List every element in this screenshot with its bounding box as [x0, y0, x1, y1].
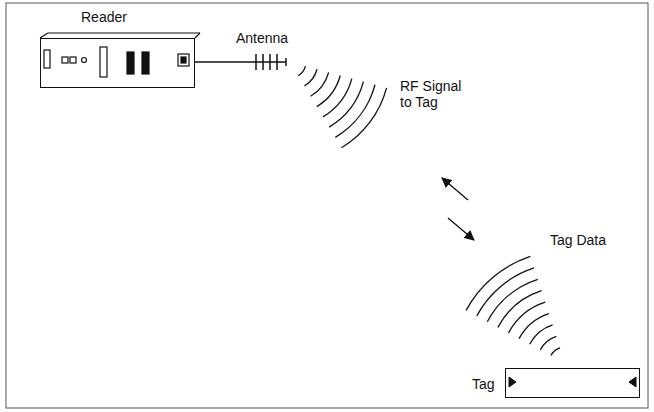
wave-arc	[342, 88, 387, 148]
signal-label: Tag Data	[550, 232, 606, 248]
wave-arc	[317, 75, 340, 106]
wave-arc	[530, 325, 553, 344]
signal-label: RF Signal to Tag	[400, 78, 468, 110]
wave-arc	[329, 82, 363, 127]
wave-arc	[335, 85, 375, 138]
antenna-wire	[195, 61, 286, 63]
node-label: Reader	[81, 9, 127, 25]
rf-waves	[298, 66, 386, 148]
tag-box: Tag	[505, 368, 640, 398]
antenna-label: Antenna	[236, 30, 288, 46]
reader-device	[40, 33, 200, 77]
wave-arc	[487, 279, 538, 321]
wave-arc	[311, 72, 329, 96]
wave-arc	[466, 256, 530, 310]
wave-arc	[298, 66, 305, 76]
direction-arrow	[442, 178, 468, 200]
wave-arc	[540, 336, 556, 349]
tag-waves	[466, 256, 560, 355]
tag-device	[509, 377, 636, 387]
reader-box: Reader	[40, 38, 195, 88]
node-label: Tag	[472, 376, 495, 392]
direction-arrow	[448, 218, 474, 240]
wave-arc	[551, 348, 560, 356]
wave-arc	[498, 291, 542, 328]
wave-arc	[477, 268, 534, 316]
frame	[6, 3, 648, 408]
wave-arc	[304, 69, 317, 86]
wave-arc	[519, 314, 549, 339]
antenna-symbol	[195, 54, 286, 70]
